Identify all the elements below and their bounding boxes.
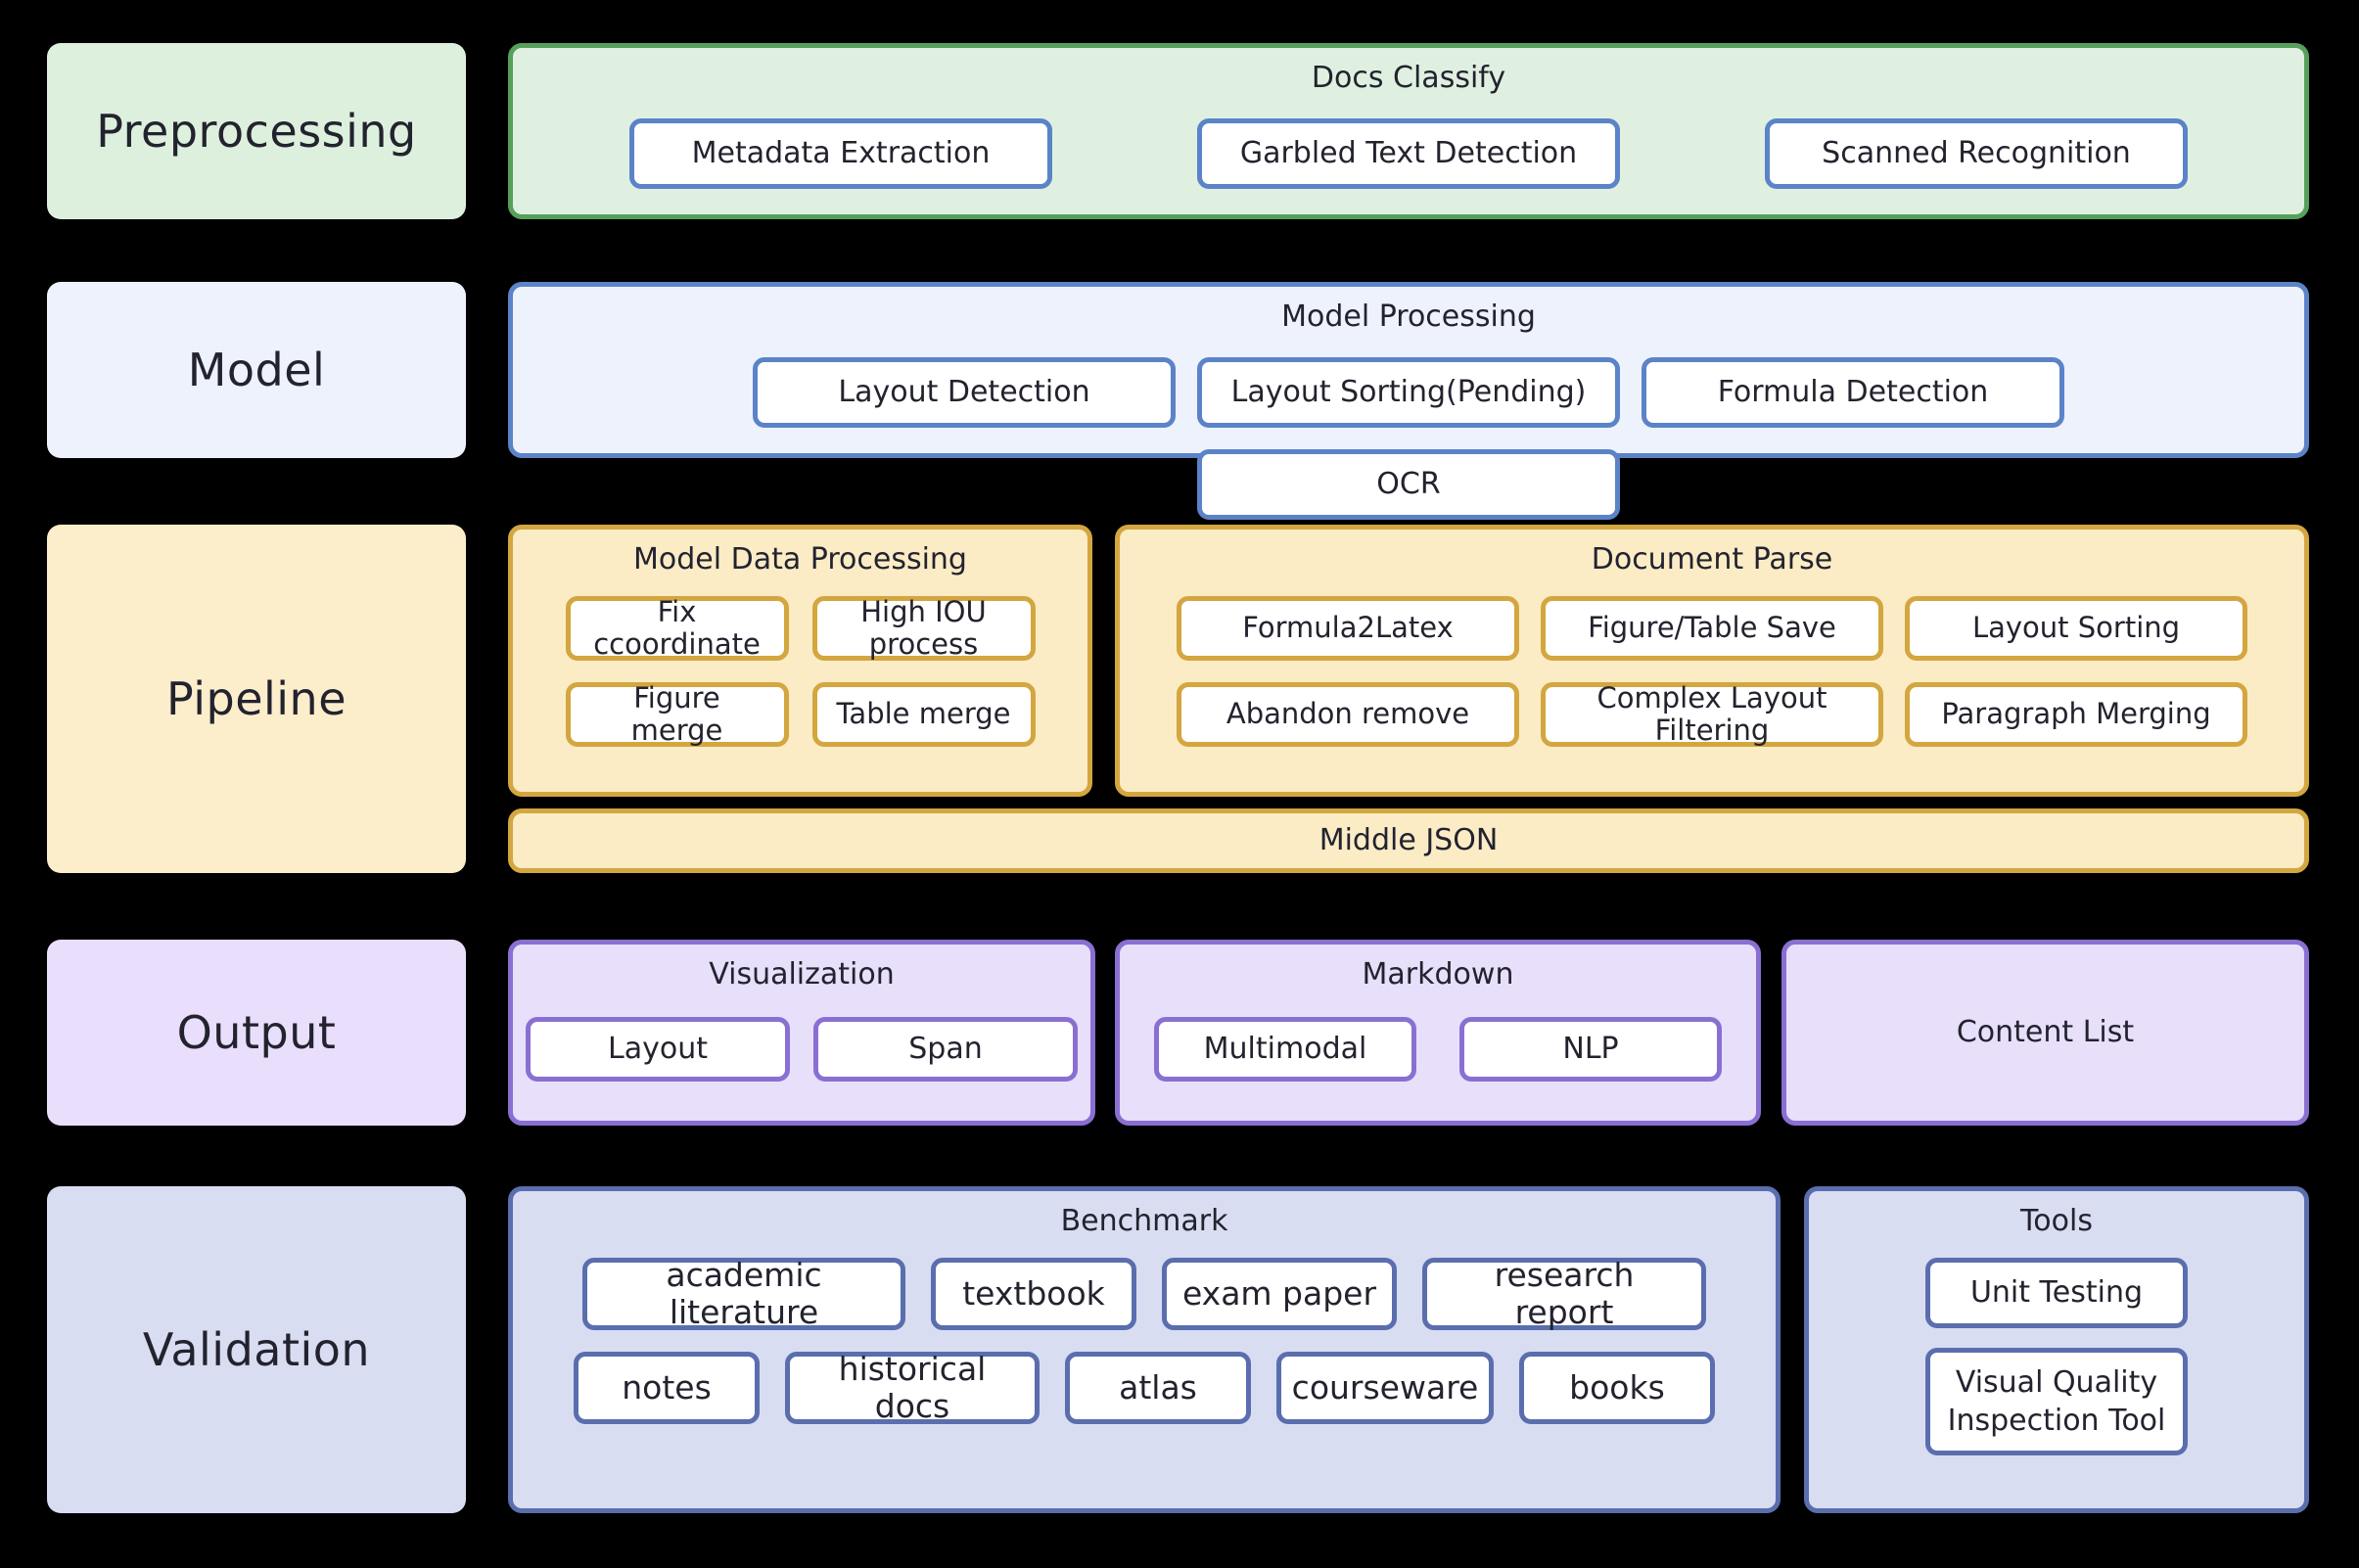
group-body-docs-classify: Metadata Extraction Garbled Text Detecti… xyxy=(513,118,2304,189)
group-title-model-processing: Model Processing xyxy=(1281,300,1536,334)
group-docs-classify: Docs Classify Metadata Extraction Garble… xyxy=(508,43,2309,219)
group-title-document-parse: Document Parse xyxy=(1591,542,1833,576)
stage-label-output: Output xyxy=(47,940,466,1126)
chip-research-report[interactable]: research report xyxy=(1422,1257,1706,1330)
group-title-benchmark: Benchmark xyxy=(1060,1204,1228,1238)
chip-layout[interactable]: Layout xyxy=(526,1017,790,1082)
group-middle-json: Middle JSON xyxy=(508,808,2309,873)
group-document-parse: Document Parse Formula2Latex Figure/Tabl… xyxy=(1115,525,2309,797)
group-title-docs-classify: Docs Classify xyxy=(1311,61,1506,95)
group-model-data-processing: Model Data Processing Fix ccoordinate Hi… xyxy=(508,525,1092,797)
chip-nlp[interactable]: NLP xyxy=(1459,1017,1722,1082)
chip-courseware[interactable]: courseware xyxy=(1276,1352,1494,1424)
group-title-markdown: Markdown xyxy=(1362,957,1514,992)
chip-line-1: Visual Quality xyxy=(1955,1365,2158,1400)
chip-table-merge[interactable]: Table merge xyxy=(811,682,1036,747)
chip-historical-docs[interactable]: historical docs xyxy=(785,1351,1040,1424)
group-model-processing: Model Processing Layout Detection Layout… xyxy=(508,282,2309,520)
chip-layout-sorting-pending[interactable]: Layout Sorting(Pending) xyxy=(1197,357,1620,428)
chip-formula-detection[interactable]: Formula Detection xyxy=(1642,357,2064,428)
chip-line-2: Inspection Tool xyxy=(1947,1404,2166,1438)
chip-atlas[interactable]: atlas xyxy=(1065,1352,1251,1424)
group-benchmark: Benchmark academic literature textbook e… xyxy=(508,1186,1781,1513)
chip-figure-table-save[interactable]: Figure/Table Save xyxy=(1541,596,1883,661)
chip-textbook[interactable]: textbook xyxy=(931,1258,1136,1330)
chip-academic-literature[interactable]: academic literature xyxy=(582,1257,905,1330)
group-body-model-data-processing: Fix ccoordinate High IOU process Figure … xyxy=(513,595,1087,747)
chip-high-iou-process[interactable]: High IOU process xyxy=(811,595,1036,661)
chip-notes[interactable]: notes xyxy=(574,1352,760,1424)
group-body-tools: Unit Testing Visual Quality Inspection T… xyxy=(1809,1258,2304,1455)
chip-abandon-remove[interactable]: Abandon remove xyxy=(1177,682,1519,747)
chip-scanned-recognition[interactable]: Scanned Recognition xyxy=(1765,118,2188,189)
chip-unit-testing[interactable]: Unit Testing xyxy=(1925,1258,2188,1328)
group-body-visualization: Layout Span xyxy=(513,1017,1090,1082)
chip-figure-merge[interactable]: Figure merge xyxy=(565,681,789,747)
group-title-model-data-processing: Model Data Processing xyxy=(633,542,967,576)
chip-paragraph-merging[interactable]: Paragraph Merging xyxy=(1905,682,2247,747)
chip-complex-layout-filtering[interactable]: Complex Layout Filtering xyxy=(1541,681,1883,747)
chip-exam-paper[interactable]: exam paper xyxy=(1162,1258,1397,1330)
chip-ocr[interactable]: OCR xyxy=(1197,449,1620,520)
chip-multimodal[interactable]: Multimodal xyxy=(1154,1017,1416,1082)
group-title-content-list: Content List xyxy=(1956,1015,2135,1049)
chip-layout-sorting[interactable]: Layout Sorting xyxy=(1905,596,2247,661)
chip-metadata-extraction[interactable]: Metadata Extraction xyxy=(629,118,1052,189)
group-content-list: Content List xyxy=(1781,940,2309,1126)
chip-fix-ccoordinate[interactable]: Fix ccoordinate xyxy=(565,595,789,661)
group-title-tools: Tools xyxy=(2020,1204,2093,1238)
chip-span[interactable]: Span xyxy=(813,1017,1078,1082)
group-markdown: Markdown Multimodal NLP xyxy=(1115,940,1761,1126)
group-visualization: Visualization Layout Span xyxy=(508,940,1095,1126)
chip-formula2latex[interactable]: Formula2Latex xyxy=(1177,596,1519,661)
group-body-benchmark: academic literature textbook exam paper … xyxy=(513,1257,1776,1424)
group-title-middle-json: Middle JSON xyxy=(1318,823,1499,857)
chip-visual-quality-inspection-tool[interactable]: Visual Quality Inspection Tool xyxy=(1925,1348,2188,1455)
chip-layout-detection[interactable]: Layout Detection xyxy=(753,357,1176,428)
group-body-markdown: Multimodal NLP xyxy=(1120,1017,1756,1082)
chip-garbled-text-detection[interactable]: Garbled Text Detection xyxy=(1197,118,1620,189)
stage-label-pipeline: Pipeline xyxy=(47,525,466,873)
group-body-model-processing: Layout Detection Layout Sorting(Pending)… xyxy=(513,357,2304,520)
group-tools: Tools Unit Testing Visual Quality Inspec… xyxy=(1804,1186,2309,1513)
chip-books[interactable]: books xyxy=(1519,1352,1715,1424)
stage-label-preprocessing: Preprocessing xyxy=(47,43,466,219)
stage-label-model: Model xyxy=(47,282,466,458)
group-body-document-parse: Formula2Latex Figure/Table Save Layout S… xyxy=(1120,596,2304,747)
group-title-visualization: Visualization xyxy=(709,957,895,992)
stage-label-validation: Validation xyxy=(47,1186,466,1513)
